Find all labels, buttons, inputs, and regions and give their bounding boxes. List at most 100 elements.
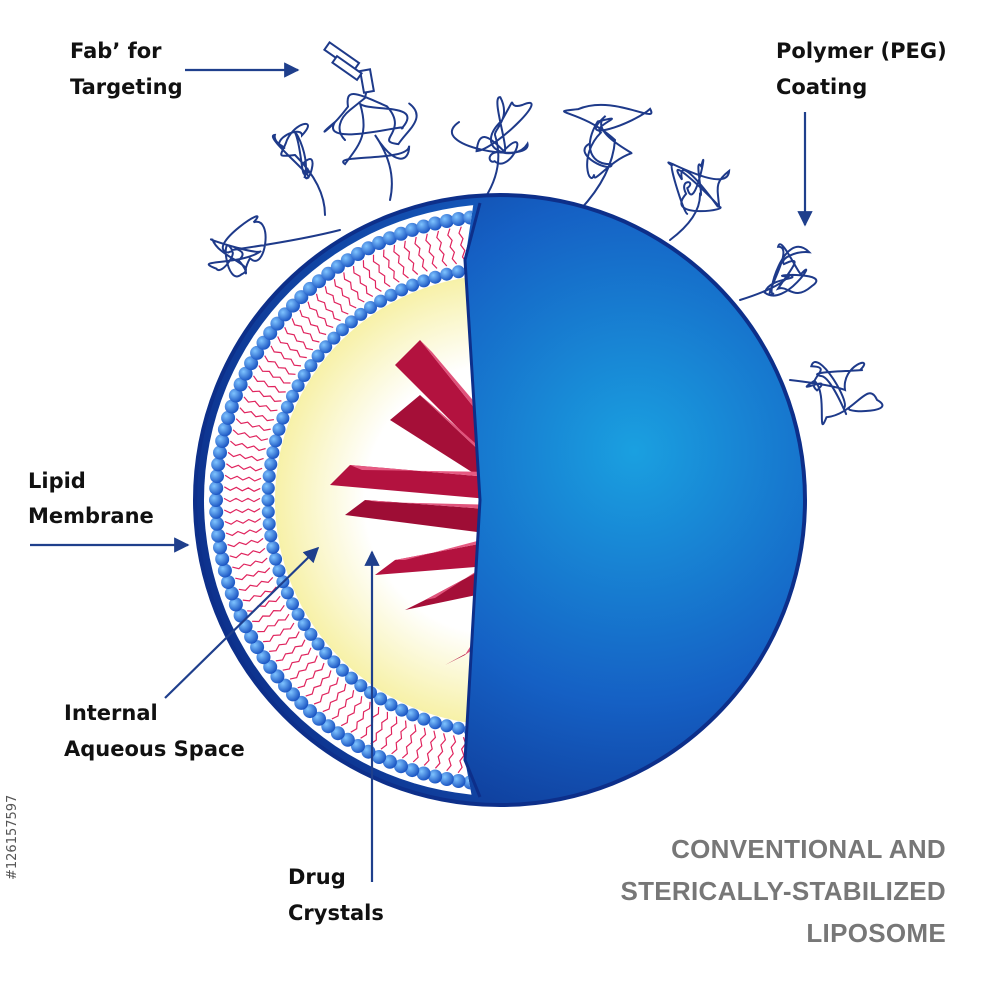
lipid-head xyxy=(210,516,224,531)
lipid-head xyxy=(384,288,398,302)
peg-coil-icon xyxy=(450,96,533,199)
lipid-tail xyxy=(277,336,307,359)
lipid-head xyxy=(364,301,377,314)
fab-label-line1: Fab’ for xyxy=(70,39,162,63)
lipid-head xyxy=(286,597,299,611)
lipid-head xyxy=(416,219,431,234)
lipid-tail xyxy=(436,230,448,267)
lipid-head xyxy=(238,366,253,381)
lipid-head xyxy=(291,379,305,393)
lipid-head xyxy=(270,316,285,331)
lipid-head xyxy=(344,671,358,685)
lipid-tail xyxy=(230,440,266,452)
lipid-head xyxy=(361,241,376,256)
lipid-head xyxy=(261,493,275,507)
aqueous-label-line1: Internal xyxy=(64,701,158,725)
lipid-head xyxy=(250,640,265,655)
lipid-head xyxy=(266,541,280,554)
lipid-tail xyxy=(313,677,339,705)
lipid-tail xyxy=(282,647,312,671)
lipid-head xyxy=(395,703,409,717)
lipid-head xyxy=(351,247,365,261)
lipid-head xyxy=(351,739,365,753)
peg-coil-icon xyxy=(563,103,653,211)
lipid-head xyxy=(372,750,387,764)
lipid-head xyxy=(405,222,420,237)
lipid-head xyxy=(256,650,271,665)
lipid-head xyxy=(221,410,236,425)
lipid-head xyxy=(340,732,355,747)
peg-coil-icon xyxy=(667,158,731,241)
lipid-head xyxy=(394,226,408,241)
lipid-head xyxy=(417,712,431,726)
lipid-tail xyxy=(239,407,274,422)
lipid-tail xyxy=(393,244,409,279)
peg-coil-icon xyxy=(789,361,884,426)
lipid-head xyxy=(270,669,285,684)
lipid-tail xyxy=(370,711,388,745)
lipid-tail xyxy=(269,631,300,652)
lipid-head xyxy=(354,307,368,321)
lipid-head xyxy=(440,267,454,281)
lipid-head xyxy=(266,446,280,459)
lipid-tail xyxy=(331,690,355,720)
lipid-tail xyxy=(224,517,262,525)
cutaway-section xyxy=(204,204,480,796)
lipid-head xyxy=(405,763,420,778)
lipid-tail xyxy=(253,375,286,393)
lipid-head xyxy=(327,655,341,669)
lipid-tail xyxy=(458,226,467,263)
lipid-tail xyxy=(223,507,261,514)
lipid-tail xyxy=(223,497,261,503)
lipid-tail xyxy=(235,418,271,432)
lipid-head xyxy=(209,504,224,519)
lipid-head xyxy=(406,708,420,722)
lipid-tail xyxy=(324,286,349,315)
lipid-head xyxy=(374,294,388,308)
peg-label-line1: Polymer (PEG) xyxy=(776,39,947,63)
lipid-head xyxy=(297,618,311,631)
internal-aqueous-space xyxy=(275,275,480,725)
peg-coil-icon xyxy=(739,243,818,301)
lipid-tail xyxy=(446,735,457,772)
stock-id: #126157597 xyxy=(5,795,20,880)
lipid-tail xyxy=(382,249,400,283)
lipid-tail xyxy=(403,240,419,275)
lipid-tail xyxy=(297,662,325,689)
lipid-tail xyxy=(289,655,318,680)
lipid-head xyxy=(209,493,223,507)
lipid-head xyxy=(440,719,454,733)
lipid-tail xyxy=(224,474,262,482)
drug-label-line2: Crystals xyxy=(288,901,384,925)
lipid-head xyxy=(228,597,243,612)
aqueous-arrow xyxy=(164,546,320,699)
lipid-tail xyxy=(252,604,285,623)
lipid-tail xyxy=(414,236,428,272)
lipid-head xyxy=(291,607,305,621)
lipid-head xyxy=(224,399,239,414)
peg-coating xyxy=(207,92,884,426)
lipid-tail xyxy=(434,733,447,769)
lipid-heads xyxy=(209,209,480,791)
lipid-head xyxy=(335,663,349,677)
lipid-tail xyxy=(284,327,314,351)
lipid-tail xyxy=(362,260,382,292)
lipid-head xyxy=(327,331,341,345)
lipid-head xyxy=(321,266,336,281)
lipid-label-line2: Membrane xyxy=(28,504,154,528)
lipid-head xyxy=(244,629,259,644)
lipid-head xyxy=(311,637,325,651)
lipid-head xyxy=(224,586,239,601)
lipid-head xyxy=(335,323,349,337)
lipid-head xyxy=(228,388,243,403)
lipid-head xyxy=(451,774,466,788)
lipid-tail xyxy=(227,537,264,548)
lipid-head xyxy=(280,400,294,414)
lipid-tail xyxy=(299,309,327,336)
lipid-head xyxy=(286,389,299,403)
fab-label-line2: Targeting xyxy=(70,75,183,99)
lipid-head xyxy=(428,716,442,730)
lipid-head xyxy=(428,769,443,784)
fab-fragment-icon xyxy=(322,41,375,141)
